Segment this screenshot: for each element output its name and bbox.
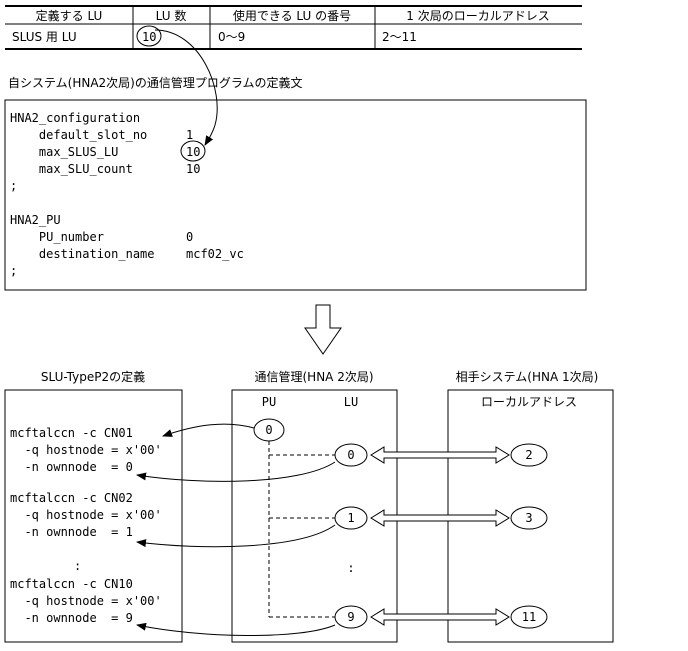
slu-line: -n ownnode = 1: [10, 525, 133, 539]
slu-line: -n ownnode = 0: [10, 460, 133, 474]
lu-node-label: 1: [347, 511, 354, 525]
address-node-label: 11: [522, 610, 536, 624]
table-header-lu-count: LU 数: [156, 8, 187, 23]
table-header-lu-numbers: 使用できる LU の番号: [233, 8, 351, 23]
mapping-arrows: [136, 423, 336, 637]
def-line-key: max_SLUS_LU: [10, 145, 118, 159]
def-line-key: ;: [10, 264, 17, 278]
def-line-value: 0: [186, 230, 193, 244]
address-node: [510, 443, 548, 467]
def-line-key: destination_name: [10, 247, 155, 261]
double-arrow-icon: [370, 509, 510, 527]
lu-node: [334, 506, 368, 530]
definition-text: HNA2_configuration default_slot_no 1 max…: [10, 111, 244, 278]
lu-label: LU: [344, 395, 358, 409]
slu-ellipsis: :: [74, 559, 81, 573]
def-line-key: HNA2_configuration: [10, 111, 140, 125]
slu-line: mcftalccn -c CN01: [10, 426, 133, 440]
remote-subtitle: ローカルアドレス: [481, 395, 577, 409]
lu-node-label: 0: [347, 448, 354, 462]
lu-node: [334, 605, 368, 629]
lu0-to-ownnode-arrow: [136, 461, 336, 482]
table-cell-lu-count: 10: [142, 30, 156, 44]
address-node: [510, 605, 548, 629]
def-line-value: 10: [186, 145, 200, 159]
pu-to-hostnode-arrow: [162, 423, 255, 437]
session-arrows: [370, 446, 510, 626]
lu-count-circle: [136, 25, 162, 47]
address-node-label: 2: [525, 448, 532, 462]
slu-line: -q hostnode = x'00': [10, 594, 162, 608]
table-cell-lu-numbers: 0〜9: [218, 30, 245, 44]
def-line-key: PU_number: [10, 230, 104, 244]
double-arrow-icon: [370, 446, 510, 464]
slu-line: -q hostnode = x'00': [10, 443, 162, 457]
table-cell-defined-lu: SLUS 用 LU: [12, 30, 77, 44]
lu-node: [334, 443, 368, 467]
remote-section-title: 相手システム(HNA 1次局): [456, 370, 599, 384]
slu-line: -q hostnode = x'00': [10, 508, 162, 522]
max-slus-lu-circle: [180, 140, 206, 162]
slu-box: [4, 389, 183, 643]
definition-box: [4, 99, 587, 291]
slu-section-title: SLU-TypeP2の定義: [41, 369, 145, 384]
pu-lu-tree: [268, 441, 336, 618]
lu-ellipsis: :: [347, 561, 354, 575]
table-header-local-address: 1 次局のローカルアドレス: [406, 9, 549, 23]
definition-caption: 自システム(HNA2次局)の通信管理プログラムの定義文: [8, 75, 303, 90]
table-cell-local-address: 2〜11: [382, 30, 417, 44]
address-node: [510, 506, 548, 530]
address-node-label: 3: [525, 511, 532, 525]
def-line-value: mcf02_vc: [186, 247, 244, 261]
pu-node-label: 0: [265, 423, 272, 437]
lu-node-label: 9: [347, 610, 354, 624]
slu-line: mcftalccn -c CN10: [10, 577, 133, 591]
lu-table: 定義する LU LU 数 使用できる LU の番号 1 次局のローカルアドレス …: [5, 5, 582, 50]
def-line-key: default_slot_no: [10, 128, 147, 142]
comm-section-title: 通信管理(HNA 2次局): [254, 369, 373, 384]
def-line-value: 1: [186, 128, 193, 142]
slu-commands: mcftalccn -c CN01 -q hostnode = x'00' -n…: [10, 426, 162, 625]
def-line-key: ;: [10, 179, 17, 193]
link-arrow: [154, 29, 218, 146]
pu-label: PU: [262, 395, 276, 409]
def-line-value: 10: [186, 162, 200, 176]
slu-line: -n ownnode = 9: [10, 611, 133, 625]
lu1-to-ownnode-arrow: [136, 524, 336, 548]
slu-line: mcftalccn -c CN02: [10, 491, 133, 505]
def-line-key: HNA2_PU: [10, 213, 61, 227]
lu9-to-ownnode-arrow: [136, 622, 336, 637]
double-arrow-icon: [370, 608, 510, 626]
down-arrow-icon: [304, 304, 342, 355]
table-header-defined-lu: 定義する LU: [36, 8, 103, 23]
def-line-key: max_SLU_count: [10, 162, 133, 176]
